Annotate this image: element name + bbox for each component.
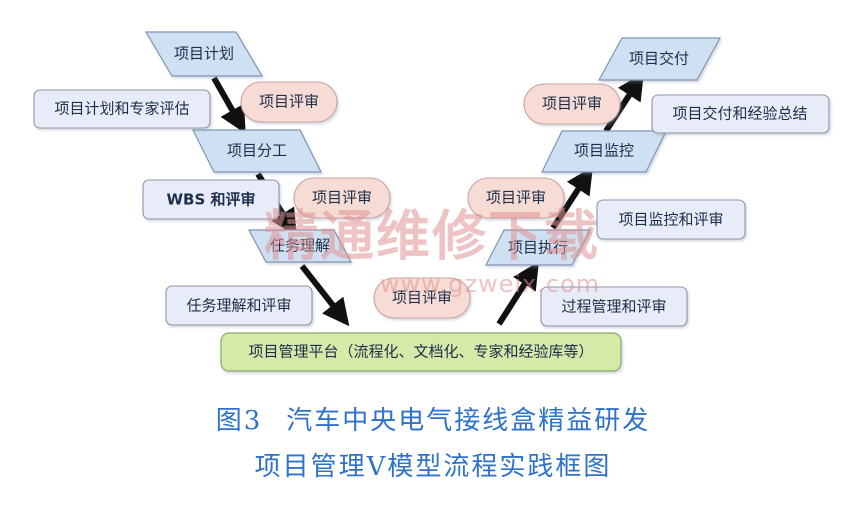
- step-task-shape: [248, 229, 352, 263]
- figure-caption-title-2: 项目管理V模型流程实践框图: [254, 452, 612, 482]
- note-task-review: 任务理解和评审: [165, 285, 313, 326]
- note-process-review-box: [540, 286, 688, 327]
- note-deliver-summary-label: 项目交付和经验总结: [672, 105, 807, 123]
- arrow-plan-to-division: [211, 76, 246, 134]
- figure-caption-title-1: 汽车中央电气接线盒精益研发: [286, 406, 651, 436]
- step-execute-shape: [485, 229, 591, 266]
- step-task-label: 任务理解: [270, 237, 330, 255]
- watermark: 精通维修下载 www.gzweix.com: [264, 205, 600, 298]
- step-monitor-label: 项目监控: [574, 142, 634, 160]
- note-process-review-label: 过程管理和评审: [561, 298, 666, 316]
- note-deliver-summary-box: [651, 94, 830, 134]
- step-division: 项目分工: [192, 129, 322, 173]
- review-bottom-label: 项目评审: [392, 289, 452, 307]
- note-deliver-summary: 项目交付和经验总结: [651, 94, 830, 134]
- watermark-url: www.gzweix.com: [380, 270, 600, 298]
- step-deliver-label: 项目交付: [629, 50, 689, 68]
- figure-caption-line-2: 项目管理V模型流程实践框图: [0, 446, 866, 483]
- review-left-upper-pill: [240, 81, 338, 123]
- note-monitor-review: 项目监控和评审: [596, 199, 746, 240]
- review-left-lower-pill: [293, 177, 391, 219]
- review-left-lower-label: 项目评审: [312, 189, 372, 207]
- step-monitor: 项目监控: [541, 130, 667, 173]
- note-wbs-review-box: [142, 179, 280, 220]
- figure-caption-line-1: 图3 汽车中央电气接线盒精益研发: [0, 400, 866, 437]
- watermark-title: 精通维修下载: [264, 205, 600, 268]
- arrow-platform-to-execute: [496, 261, 539, 326]
- step-division-shape: [192, 129, 322, 173]
- arrow-execute-to-monitor: [550, 166, 593, 230]
- review-right-upper: 项目评审: [523, 83, 621, 125]
- step-deliver: 项目交付: [597, 37, 722, 81]
- review-right-lower: 项目评审: [467, 177, 565, 219]
- note-plan-review: 项目计划和专家评估: [33, 89, 211, 129]
- review-right-lower-pill: [467, 177, 565, 219]
- note-process-review: 过程管理和评审: [540, 286, 688, 327]
- figure-caption-label: 图3: [215, 406, 263, 436]
- note-wbs-review: WBS 和评审: [142, 179, 280, 220]
- note-task-review-box: [165, 285, 313, 326]
- arrow-task-to-platform: [299, 264, 350, 327]
- platform-bar-box: [220, 332, 622, 372]
- platform-bar: 项目管理平台（流程化、文档化、专家和经验库等）: [220, 332, 622, 372]
- step-execute-label: 项目执行: [508, 239, 568, 257]
- step-task: 任务理解: [248, 229, 352, 263]
- step-division-label: 项目分工: [227, 142, 287, 160]
- review-bottom: 项目评审: [373, 277, 471, 319]
- note-plan-review-box: [33, 89, 211, 129]
- review-left-upper: 项目评审: [240, 81, 338, 123]
- arrow-monitor-to-deliver: [603, 72, 644, 133]
- review-left-lower: 项目评审: [293, 177, 391, 219]
- review-right-upper-pill: [523, 83, 621, 125]
- step-plan: 项目计划: [144, 31, 264, 77]
- review-right-lower-label: 项目评审: [486, 189, 546, 207]
- step-plan-shape: [144, 31, 264, 77]
- note-plan-review-label: 项目计划和专家评估: [54, 100, 189, 118]
- note-task-review-label: 任务理解和评审: [186, 297, 291, 315]
- review-right-upper-label: 项目评审: [542, 95, 602, 113]
- review-bottom-pill: [373, 277, 471, 319]
- step-monitor-shape: [541, 130, 667, 173]
- review-left-upper-label: 项目评审: [259, 93, 319, 111]
- note-wbs-review-label: WBS 和评审: [166, 191, 255, 209]
- step-execute: 项目执行: [485, 229, 591, 266]
- note-monitor-review-label: 项目监控和评审: [618, 211, 723, 229]
- step-plan-label: 项目计划: [174, 45, 234, 63]
- platform-bar-label: 项目管理平台（流程化、文档化、专家和经验库等）: [248, 343, 593, 361]
- step-deliver-shape: [597, 37, 722, 81]
- note-monitor-review-box: [596, 199, 746, 240]
